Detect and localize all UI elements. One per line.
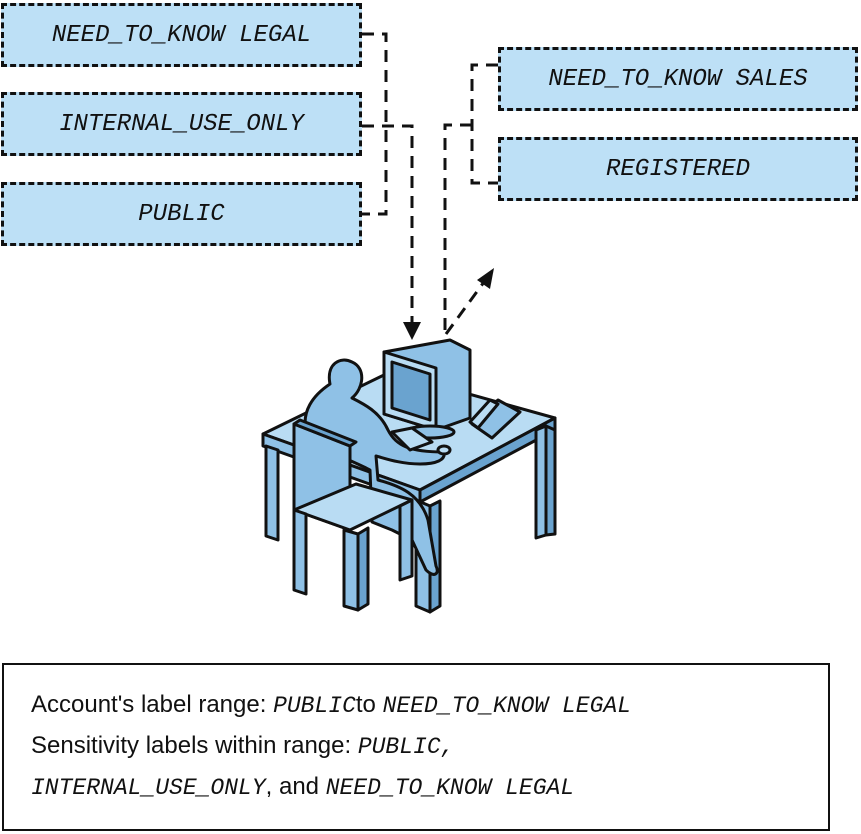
label-registered: REGISTERED bbox=[498, 137, 858, 201]
account-label-range-line: Account's label range: PUBLICto NEED_TO_… bbox=[31, 685, 828, 726]
sensitivity-labels-and-text: , and bbox=[265, 773, 326, 800]
chair-leg bbox=[356, 526, 370, 612]
sensitivity-labels-line-continued: INTERNAL_USE_ONLY, and NEED_TO_KNOW LEGA… bbox=[31, 767, 828, 808]
label-range-info-box: Account's label range: PUBLICto NEED_TO_… bbox=[2, 663, 830, 831]
label-need-to-know-sales: NEED_TO_KNOW SALES bbox=[498, 47, 858, 111]
chair-leg bbox=[398, 498, 414, 582]
keyboard bbox=[390, 426, 434, 452]
account-range-prefix: Account's label range: bbox=[31, 691, 274, 718]
mouse bbox=[436, 444, 452, 456]
range-from-label: PUBLIC bbox=[273, 693, 356, 719]
desk-leg bbox=[264, 444, 280, 542]
arrow-down-to-user bbox=[403, 322, 421, 340]
label-internal-use-only: INTERNAL_USE_ONLY bbox=[1, 92, 362, 156]
chair-back-edge bbox=[292, 418, 358, 448]
monitor-screen bbox=[390, 360, 432, 422]
label-need-to-know-legal: NEED_TO_KNOW LEGAL bbox=[1, 3, 362, 67]
left-range-bracket bbox=[362, 32, 414, 330]
workstation-illustration bbox=[261, 338, 557, 614]
diagram-canvas bbox=[261, 32, 557, 614]
chair-leg bbox=[342, 528, 360, 612]
arrow-up-right-from-user bbox=[477, 268, 494, 289]
desk-leg bbox=[544, 424, 557, 537]
sensitivity-label-public: PUBLIC, bbox=[357, 734, 455, 760]
sensitivity-label-legal: NEED_TO_KNOW LEGAL bbox=[325, 775, 575, 801]
label-public: PUBLIC bbox=[1, 182, 362, 246]
chair-leg bbox=[292, 508, 308, 596]
sensitivity-labels-line: Sensitivity labels within range: PUBLIC, bbox=[31, 726, 828, 767]
sensitivity-labels-prefix: Sensitivity labels within range: bbox=[31, 732, 358, 759]
sensitivity-label-internal: INTERNAL_USE_ONLY bbox=[31, 775, 266, 801]
range-connector-text: to bbox=[355, 691, 383, 718]
right-range-bracket bbox=[443, 63, 498, 336]
range-to-label: NEED_TO_KNOW LEGAL bbox=[382, 693, 632, 719]
telephone-handset bbox=[468, 398, 500, 430]
